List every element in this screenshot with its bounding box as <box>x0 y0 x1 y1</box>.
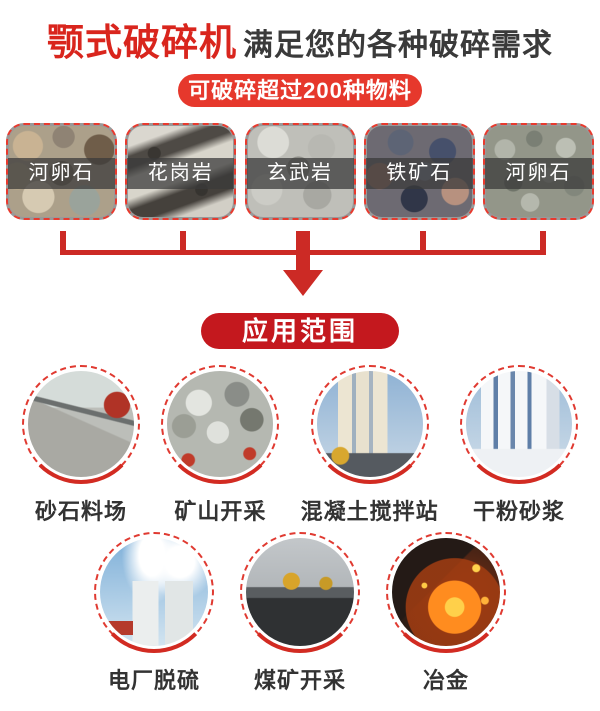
app-photo-sand-gravel-yard <box>28 370 134 477</box>
material-label: 河卵石 <box>8 157 115 189</box>
bottom-arc <box>93 531 215 653</box>
material-label: 河卵石 <box>485 157 592 189</box>
app-photo-dry-mortar-plant <box>466 370 572 477</box>
application-photo-frame <box>93 531 215 653</box>
material-tile: 玄武岩 <box>244 122 356 220</box>
applications-section-title: 应用范围 <box>201 312 399 349</box>
application-photo-frame <box>239 531 361 653</box>
application-label: 混凝土搅拌站 <box>300 498 439 524</box>
page-title: 颚式破碎机满足您的各种破碎需求 <box>0 0 600 63</box>
app-photo-metallurgy <box>392 537 500 646</box>
application-item: 煤矿开采 <box>239 531 361 695</box>
application-item: 混凝土搅拌站 <box>300 364 439 526</box>
app-photo-mine-quarry <box>167 370 274 477</box>
product-name: 颚式破碎机 <box>47 22 237 63</box>
capability-badge: 可破碎超过200种物料 <box>178 73 422 107</box>
material-tile: 河卵石 <box>483 122 594 220</box>
material-label: 铁矿石 <box>365 157 473 189</box>
material-tile: 铁矿石 <box>363 122 475 220</box>
material-tile: 花岗岩 <box>125 122 237 220</box>
app-photo-concrete-mixing-station <box>316 370 423 477</box>
application-label: 煤矿开采 <box>253 667 346 693</box>
application-item: 冶金 <box>385 531 507 695</box>
application-item: 干粉砂浆 <box>459 364 579 526</box>
application-photo-frame <box>309 364 430 484</box>
application-label: 干粉砂浆 <box>472 498 565 524</box>
bottom-arc <box>239 531 361 653</box>
application-photo-frame <box>160 364 281 484</box>
bottom-arc <box>309 364 430 484</box>
material-label: 花岗岩 <box>127 157 235 189</box>
down-arrow-icon <box>60 230 546 296</box>
application-label: 矿山开采 <box>174 498 267 524</box>
application-photo-frame <box>459 364 579 484</box>
application-photo-frame <box>385 531 507 653</box>
app-photo-power-plant-desulfurization <box>100 537 208 646</box>
material-tile: 河卵石 <box>6 122 117 220</box>
application-item: 砂石料场 <box>21 364 141 526</box>
bottom-arc <box>160 364 281 484</box>
bottom-arc <box>385 531 507 653</box>
application-label: 电厂脱硫 <box>107 667 200 693</box>
material-label: 玄武岩 <box>246 157 354 189</box>
app-photo-coal-mining <box>246 537 354 646</box>
materials-row: 河卵石 花岗岩 玄武岩 铁矿石 河卵石 <box>0 107 600 220</box>
bottom-arc <box>21 364 141 484</box>
title-tagline: 满足您的各种破碎需求 <box>243 29 553 62</box>
applications-row-2: 电厂脱硫 煤矿开采 冶金 <box>0 531 600 695</box>
application-label: 砂石料场 <box>34 498 127 524</box>
applications-row-1: 砂石料场 矿山开采 混凝土搅拌站 干粉砂浆 <box>0 349 600 526</box>
application-item: 矿山开采 <box>160 364 281 526</box>
application-label: 冶金 <box>422 667 469 693</box>
application-item: 电厂脱硫 <box>93 531 215 695</box>
bottom-arc <box>459 364 579 484</box>
application-photo-frame <box>21 364 141 484</box>
